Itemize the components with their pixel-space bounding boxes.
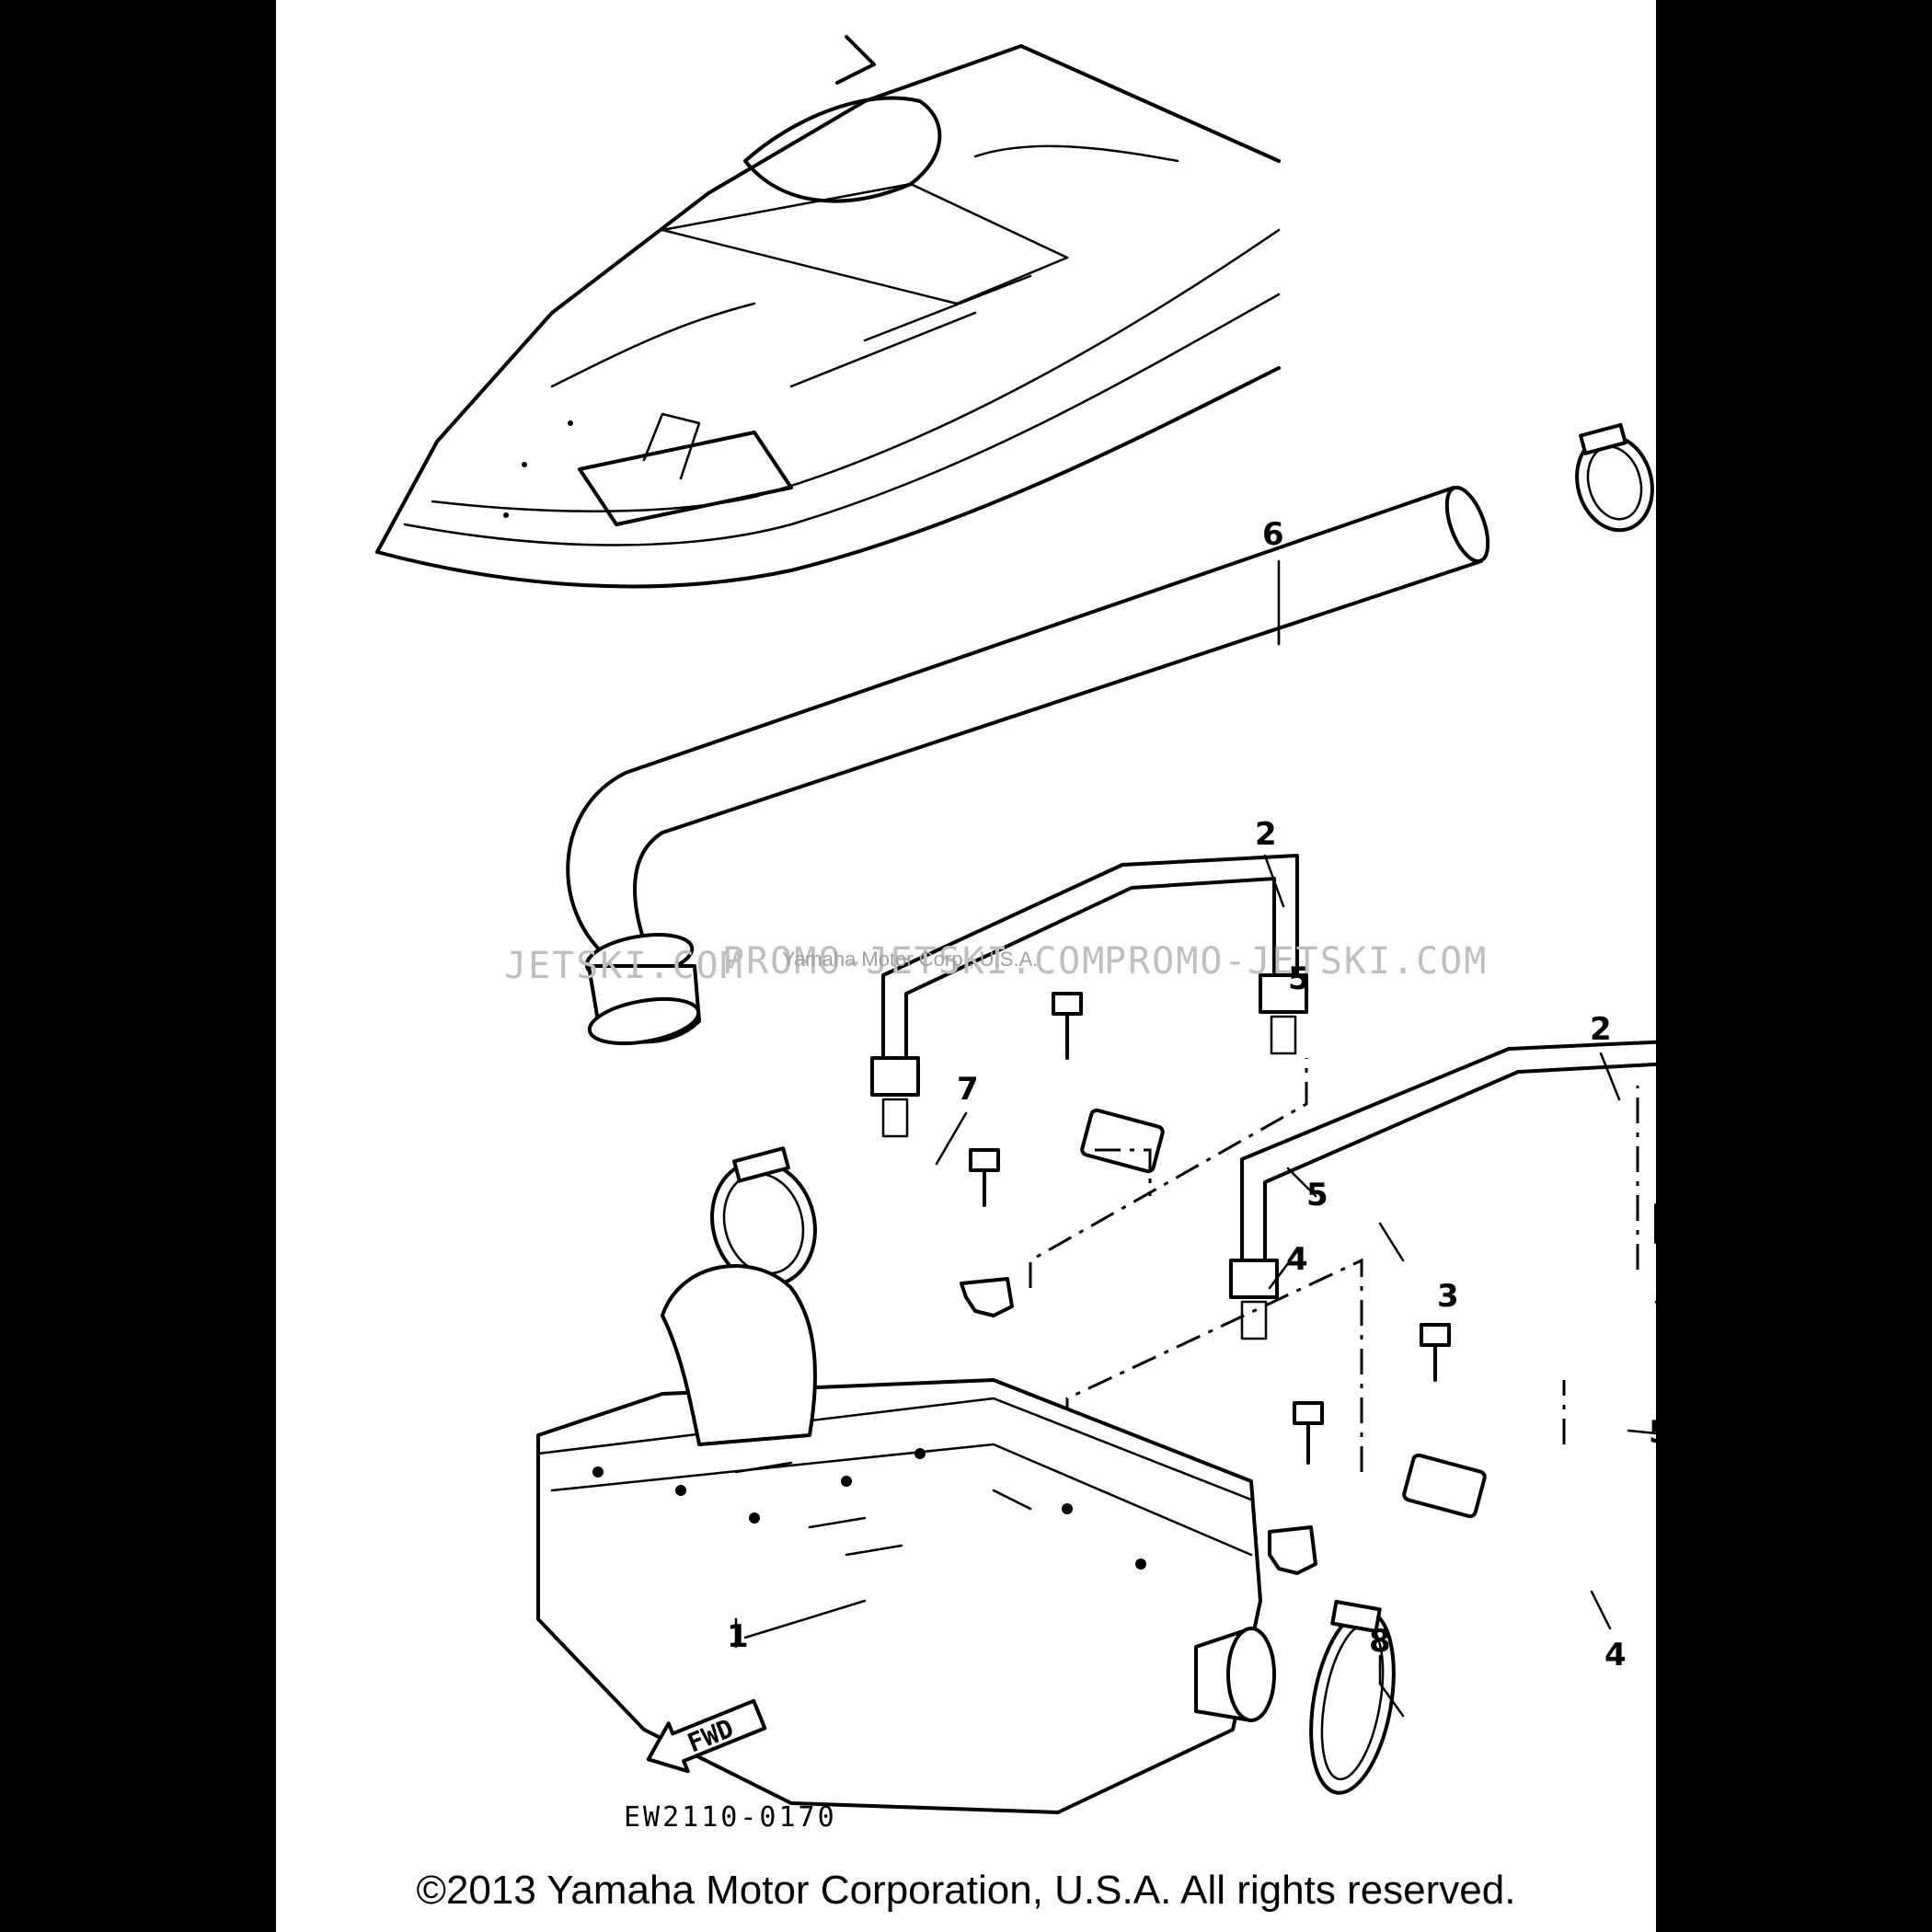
band-bracket-left xyxy=(870,854,1308,1138)
damper-left xyxy=(1080,1108,1165,1174)
hose-clamp-top xyxy=(1575,422,1654,533)
callout-outlet-clamp: 8 xyxy=(1369,1623,1391,1660)
band-bracket-right xyxy=(1229,1040,1656,1340)
callout-bolt-left-mid: 5 xyxy=(1306,1177,1328,1213)
callout-clamp-right: 4 xyxy=(1604,1637,1627,1673)
bolt-left-top xyxy=(1052,992,1083,1060)
outlet-clamp xyxy=(1309,1600,1396,1795)
watermark: JETSKI.COM PROMO-JETSKI.COM PROMO-JETSKI… xyxy=(504,940,1488,987)
diagram-code: EW2110-0170 xyxy=(624,1801,837,1834)
clamp-left xyxy=(960,1277,1014,1317)
callout-band-left: 2 xyxy=(1255,816,1277,853)
watercraft-hull xyxy=(375,35,1281,589)
bolt-right-mid xyxy=(1293,1401,1324,1465)
exhaust-parts-diagram: 7 6 2 2 7 5 5 4 3 5 5 3 4 8 1 FWD EW2110… xyxy=(375,35,1656,1834)
callout-muffler: 1 xyxy=(727,1618,749,1655)
callout-bolt-left-top: 5 xyxy=(1288,960,1310,997)
callout-damper-left: 3 xyxy=(1437,1278,1459,1315)
leader-lines xyxy=(734,559,1656,1718)
callout-hose: 6 xyxy=(1262,516,1284,553)
callout-bolt-right-mid: 5 xyxy=(1649,1414,1656,1451)
bolt-left-mid xyxy=(969,1148,1000,1207)
copyright-notice: ©2013 Yamaha Motor Corporation, U.S.A. A… xyxy=(416,1868,1516,1913)
muffler xyxy=(536,1264,1276,1814)
watermark-right: PROMO-JETSKI.COM xyxy=(1104,940,1488,983)
callout-band-right: 2 xyxy=(1590,1011,1612,1048)
hose-clamp-middle xyxy=(710,1146,817,1288)
callouts: 7 6 2 2 7 5 5 4 3 5 5 3 4 8 1 xyxy=(727,516,1656,1673)
exhaust-hose xyxy=(566,486,1490,1046)
watermark-left: JETSKI.COM xyxy=(504,945,744,987)
callout-clamp-left: 4 xyxy=(1286,1241,1308,1278)
watermark-overlay: Yamaha Motor Corp., U.S.A. xyxy=(782,948,1038,971)
clamp-right xyxy=(1268,1525,1317,1575)
diagram-sheet: 7 6 2 2 7 5 5 4 3 5 5 3 4 8 1 FWD EW2110… xyxy=(276,0,1656,1932)
watermark-center: PROMO-JETSKI.COM xyxy=(722,940,1106,983)
bolt-right-top xyxy=(1420,1323,1451,1382)
damper-right xyxy=(1402,1453,1487,1519)
callout-hose-clamp-mid: 7 xyxy=(957,1071,979,1108)
